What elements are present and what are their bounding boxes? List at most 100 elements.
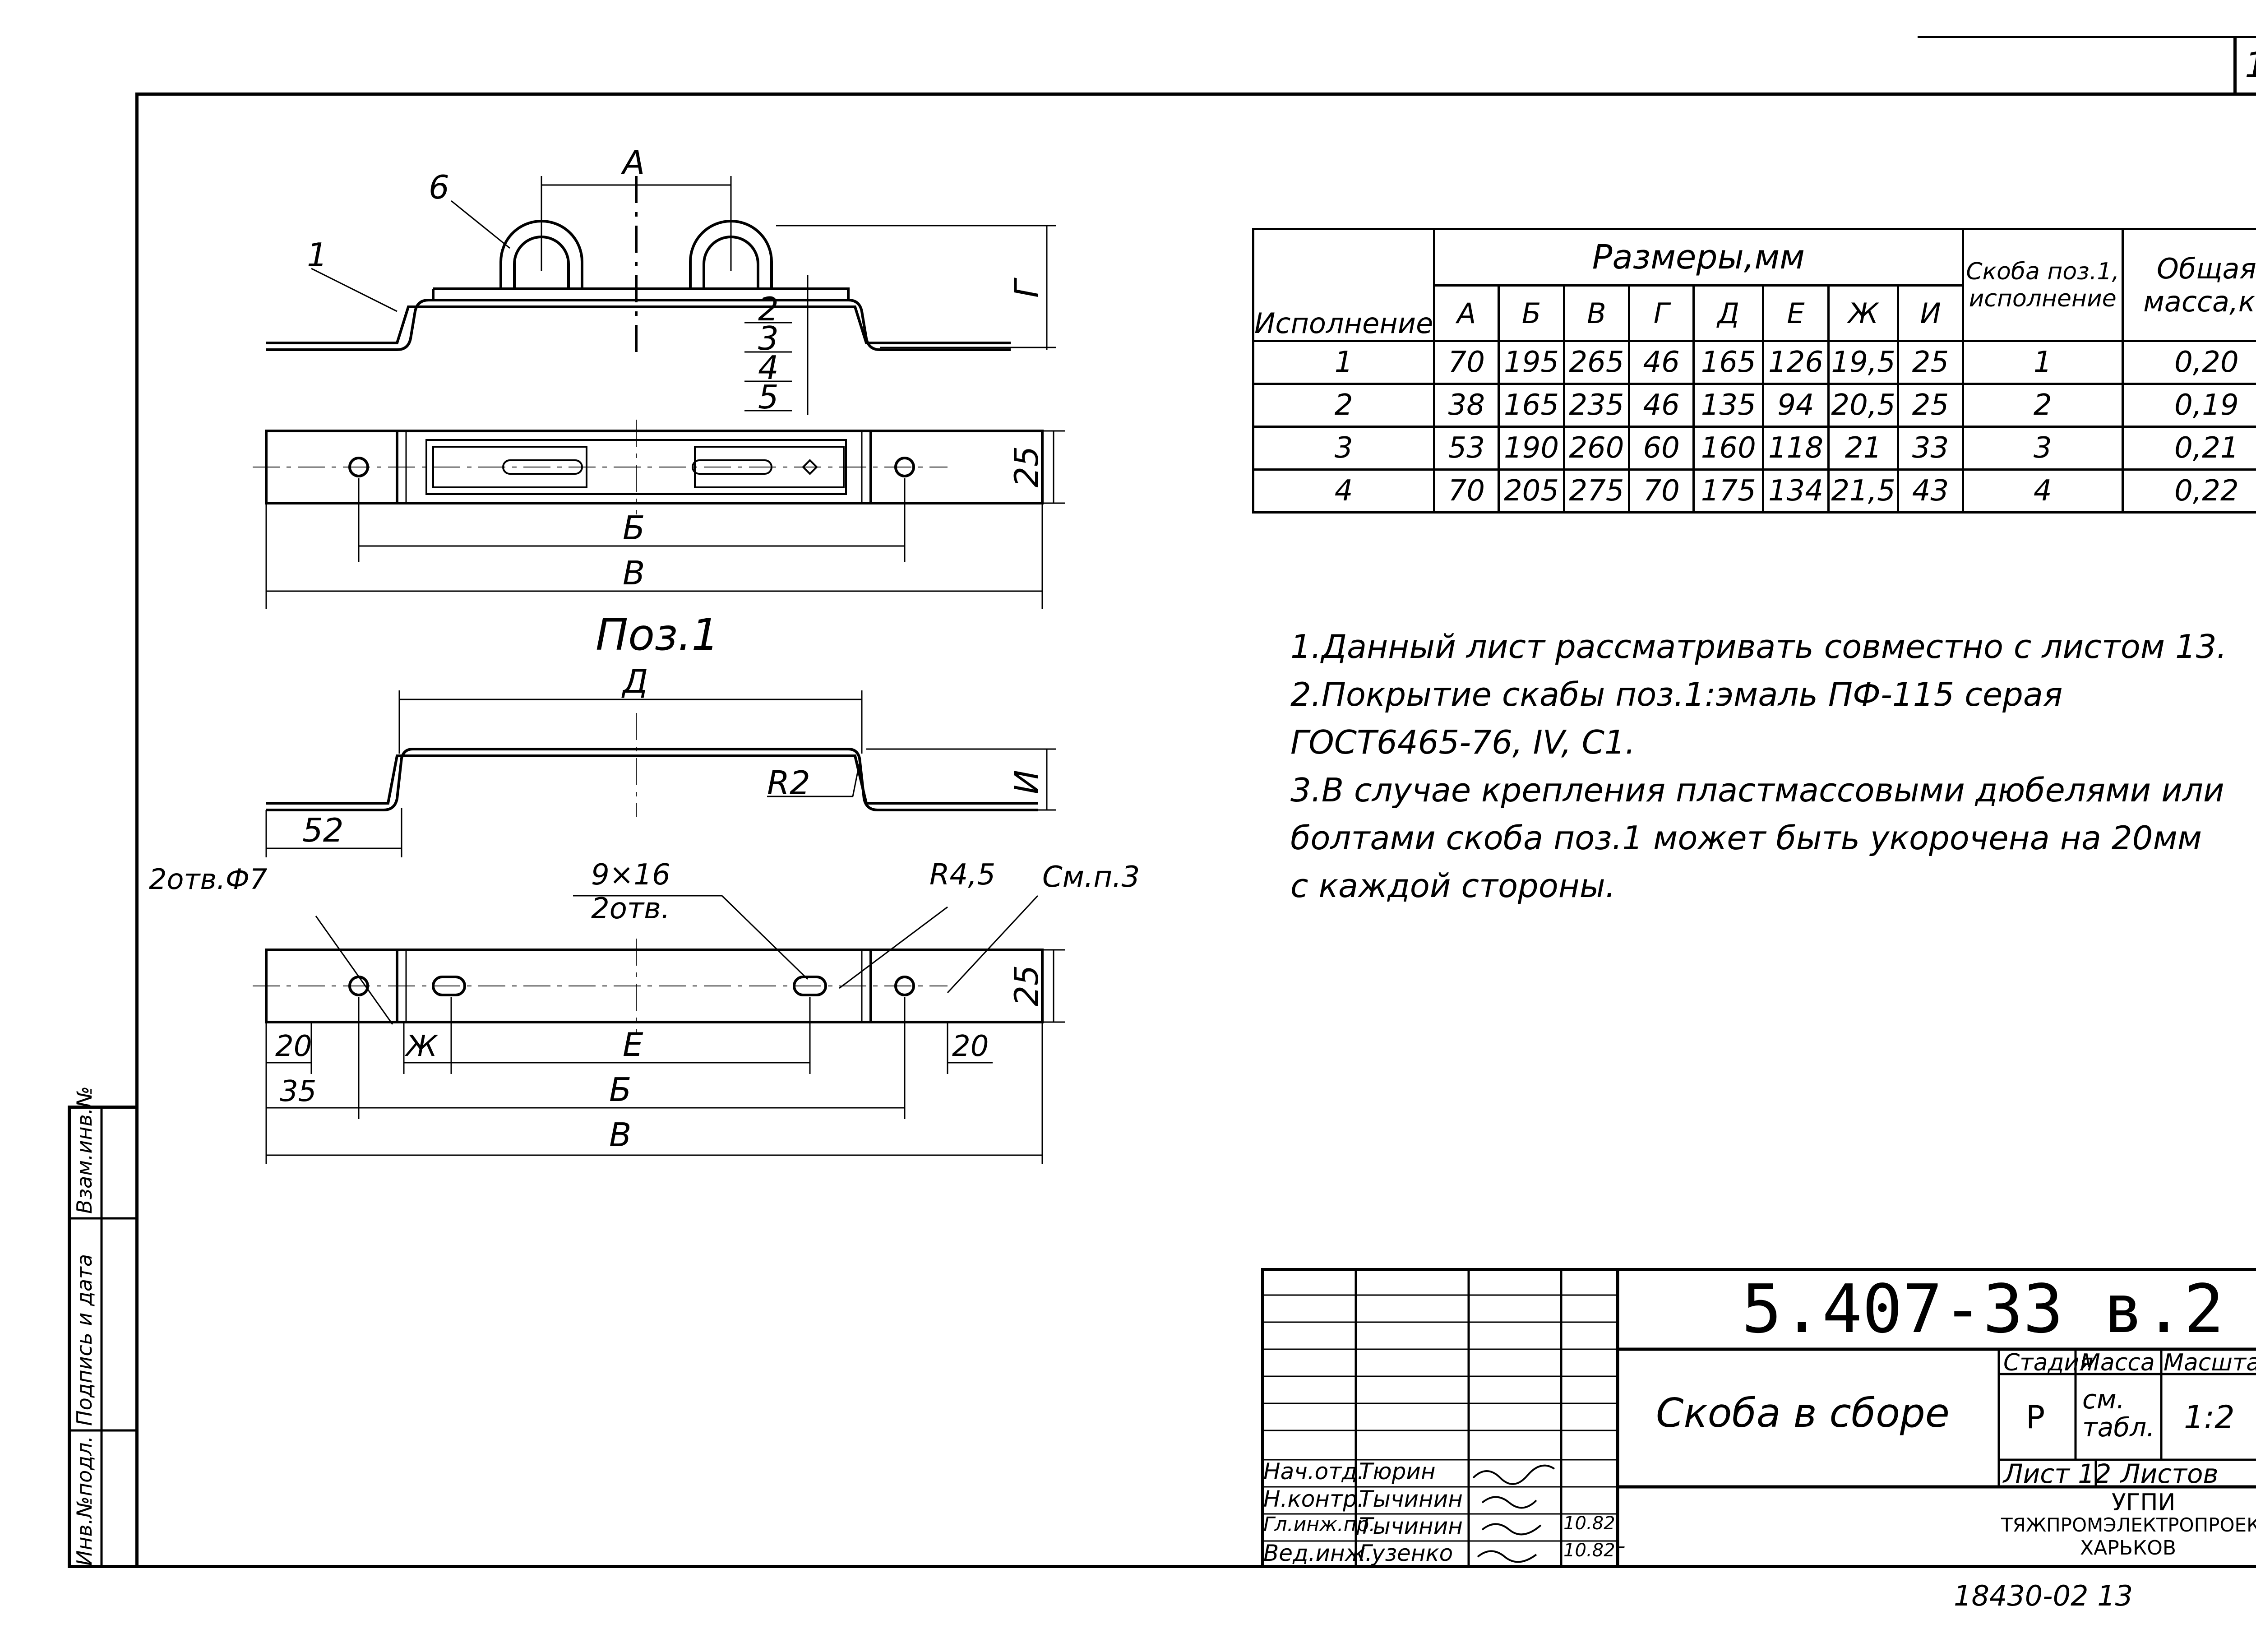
cell: 190 (1498, 426, 1565, 471)
note-2: 2.Покрытие скабы поз.1:эмаль ПФ-115 сера… (1290, 676, 2063, 761)
cell: 175 (1692, 468, 1765, 514)
sig-date-4: 10.82г (1563, 1540, 1625, 1561)
profile-top-inner (266, 305, 1011, 344)
cell: 165 (1498, 383, 1565, 428)
top-border-line (1918, 36, 2256, 38)
scale-value: 1:2 (2184, 1399, 2235, 1436)
callout-5: 5 (758, 378, 779, 416)
side-sign-date: Подпись и дата (72, 1254, 97, 1426)
col-v: В (1563, 284, 1631, 342)
cell: 70 (1628, 468, 1695, 514)
cell-bracket: 1 (1961, 340, 2124, 385)
cell: 94 (1762, 383, 1830, 428)
cell: 205 (1498, 468, 1565, 514)
sheet-number-box (2233, 36, 2256, 95)
org-line2: ТЯЖПРОМЭЛЕКТРОПРОЕКТ (2001, 1514, 2256, 1536)
col-bracket: Скоба поз.1, исполнение (1961, 228, 2124, 342)
col-g: Г (1628, 284, 1695, 342)
mass-label: Масса (2080, 1349, 2155, 1376)
dim-i-label: И (1008, 770, 1045, 794)
dim-35: 35 (280, 1075, 316, 1108)
see-note-label: См.п.3 (1042, 861, 1140, 894)
sig-name-1: Тюрин (1359, 1458, 1436, 1485)
col-zh: Ж (1827, 284, 1900, 342)
dim-g-label: Г (1008, 278, 1045, 298)
sig-name-2: Тычинин (1359, 1486, 1463, 1512)
dim-zh: Ж (404, 1030, 439, 1063)
profile-poz1 (266, 748, 1038, 811)
stage-label: Стадия (2003, 1349, 2094, 1376)
col-sizes: Размеры,мм (1433, 228, 1964, 287)
cell: 25 (1897, 340, 1964, 385)
cell-variant: 3 (1252, 426, 1436, 471)
callout-1: 1 (307, 236, 328, 274)
cell: 21 (1827, 426, 1900, 471)
sheets-label: Листов (2121, 1458, 2219, 1489)
cell: 235 (1563, 383, 1631, 428)
cell-bracket: 4 (1961, 468, 2124, 514)
cell: 38 (1433, 383, 1500, 428)
cell: 20,5 (1827, 383, 1900, 428)
sheet-number: 12 (2245, 45, 2256, 86)
callout-4: 4 (758, 349, 779, 387)
table-row: 2 38 165 235 46 135 94 20,5 25 2 0,19 (1252, 383, 2256, 428)
sig-date-3: 10.82 (1563, 1513, 1615, 1534)
dim-25-bottom: 25 (1008, 965, 1045, 1006)
cell: 25 (1897, 383, 1964, 428)
callout-2: 2 (758, 290, 779, 328)
cell: 70 (1433, 468, 1500, 514)
cell: 19,5 (1827, 340, 1900, 385)
sig-role-3: Гл.инж.пр. (1263, 1513, 1376, 1536)
mass-value: см. табл. (2082, 1384, 2155, 1443)
col-i: И (1897, 284, 1964, 342)
col-d: Д (1692, 284, 1765, 342)
slots-label-top: 9×16 (591, 858, 670, 892)
cell-mass: 0,20 (2121, 340, 2256, 385)
cell: 134 (1762, 468, 1830, 514)
side-inv-no: Инв.№подл. (72, 1435, 97, 1566)
dimensions-table: Исполнение Размеры,мм Скоба поз.1, испол… (1252, 228, 2256, 514)
side-replace-inv: Взам.инв.№ (72, 1086, 97, 1214)
plate-top (432, 287, 850, 300)
cell: 126 (1762, 340, 1830, 385)
dim-v-top: В (623, 554, 645, 592)
cell: 160 (1692, 426, 1765, 471)
cell-mass: 0,22 (2121, 468, 2256, 514)
org-line3: ХАРЬКОВ (2080, 1536, 2177, 1559)
sig-name-3: Тычинин (1359, 1513, 1463, 1539)
col-a: А (1433, 284, 1500, 342)
r45-label: R4,5 (929, 858, 995, 892)
col-variant: Исполнение (1252, 228, 1436, 342)
dim-20-left: 20 (275, 1030, 312, 1063)
sig-role-1: Нач.отд. (1263, 1458, 1364, 1485)
table-row: 1 70 195 265 46 165 126 19,5 25 1 0,20 (1252, 340, 2256, 385)
archive-number: 18430-02 13 (1954, 1579, 2133, 1612)
cell: 43 (1897, 468, 1964, 514)
cell: 46 (1628, 340, 1695, 385)
table-row: 3 53 190 260 60 160 118 21 33 3 0,21 (1252, 426, 2256, 471)
cell: 135 (1692, 383, 1765, 428)
callout-3: 3 (758, 319, 779, 357)
cell: 21,5 (1827, 468, 1900, 514)
signature-scribbles (1472, 1464, 1555, 1563)
cell-bracket: 3 (1961, 426, 2124, 471)
table-row: 4 70 205 275 70 175 134 21,5 43 4 0,22 (1252, 468, 2256, 514)
dim-v-bottom: В (609, 1116, 631, 1154)
cell: 70 (1433, 340, 1500, 385)
cell-bracket: 2 (1961, 383, 2124, 428)
sig-role-2: Н.контр. (1263, 1486, 1364, 1512)
dim-d-label: Д (621, 662, 648, 700)
drawing-frame (135, 93, 2256, 1568)
sig-role-4: Вед.инж. (1263, 1540, 1373, 1566)
dim-e: Е (623, 1026, 643, 1064)
notes: 1.Данный лист рассматривать совместно с … (1290, 623, 2229, 910)
cell: 33 (1897, 426, 1964, 471)
dim-20-right: 20 (952, 1030, 989, 1063)
cell: 265 (1563, 340, 1631, 385)
dim-a-label: А (621, 143, 645, 181)
cell: 46 (1628, 383, 1695, 428)
profile-top (266, 299, 1011, 351)
